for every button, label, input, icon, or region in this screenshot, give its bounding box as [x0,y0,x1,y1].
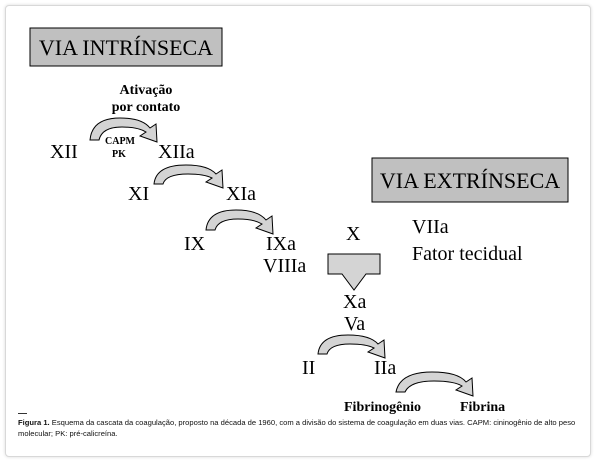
factor-xiia: XIIa [158,141,195,163]
factor-viia: VIIa [412,216,449,238]
curved-arrow-xii [89,117,158,143]
activation-label-1: Ativação [120,83,173,98]
curved-arrow-ix [205,209,274,235]
fibrin-label: Fibrina [460,400,505,415]
fibrinogen-label: Fibrinogênio [344,400,421,415]
factor-xii: XII [50,141,78,163]
extrinsic-box-label: VIA EXTRÍNSECA [380,168,560,193]
intrinsic-box [29,27,223,67]
factor-x: X [346,223,361,245]
figure-frame [5,5,591,457]
factor-ii: II [302,357,315,379]
tissue-factor: Fator tecidual [412,243,523,265]
factor-xia: XIa [226,183,256,205]
factor-ixa: IXa [266,233,296,255]
curved-arrow-xi [153,164,224,189]
figure-caption: Figura 1. Esquema da cascata da coagulaç… [18,418,578,439]
extrinsic-box [371,157,569,203]
caption-rule [18,413,27,414]
capm-label: CAPM [105,136,136,147]
factor-viiia: VIIIa [263,255,306,277]
caption-prefix: Figura 1. [18,418,50,427]
factor-ix: IX [184,233,206,255]
curved-arrow-ii [317,334,386,359]
curved-arrow-fibrinogen [395,371,474,397]
factor-va: Va [344,313,365,335]
caption-text: Esquema da cascata da coagulação, propos… [18,418,576,438]
block-down-arrow [327,253,381,291]
factor-iia: IIa [374,357,396,379]
pk-label: PK [112,149,126,160]
factor-xa: Xa [343,291,366,313]
factor-xi: XI [128,183,149,205]
intrinsic-box-label: VIA INTRÍNSECA [39,35,213,60]
activation-label-2: por contato [112,100,181,115]
